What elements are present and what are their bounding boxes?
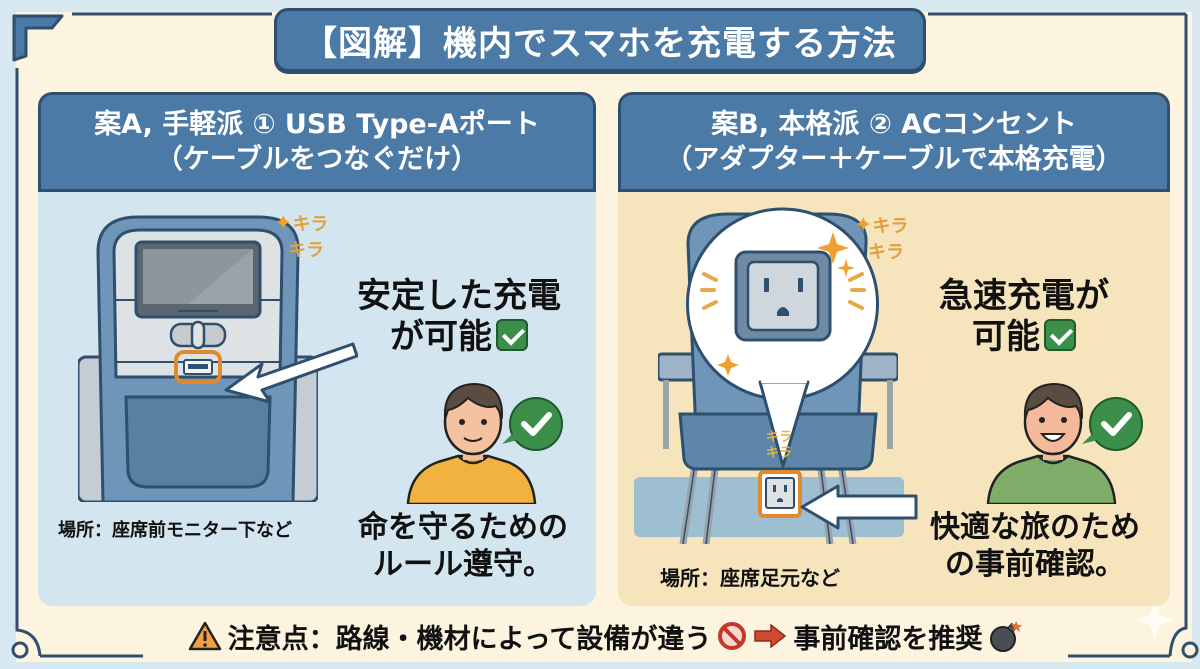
footer-text-recommend: 事前確認を推奨 [793,623,983,655]
sparkle-text-small: キラ キラ [766,430,793,461]
check-box-icon [496,318,528,351]
person-icon [406,382,563,504]
panel-option-b: 案B, 本格派 ② ACコンセント （アダプター＋ケーブルで本格充電） [618,92,1170,606]
sparkle-icon [717,232,855,376]
panel-b-header-line1: 案B, 本格派 ② ACコンセント [711,108,1077,140]
panel-a-header-line2: （ケーブルをつなぐだけ） [155,144,479,175]
seatback-monitor-icon [78,215,318,502]
arrow-icon [224,342,358,404]
panel-a-header-line1: 案A, 手軽派 ① USB Type-Aポート [94,108,540,140]
benefit-text-b: 急速充電が 可能 [939,276,1109,358]
panel-b-header: 案B, 本格派 ② ACコンセント （アダプター＋ケーブルで本格充電） [618,92,1170,192]
page-title: 【図解】機内でスマホを充電する方法 [274,8,926,72]
sparkle-icon: ✦ [274,211,293,236]
ac-outlet-icon [734,250,832,342]
warning-icon [188,621,221,651]
panel-b-header-line2: （アダプター＋ケーブルで本格充電） [665,144,1123,175]
person-icon [986,382,1143,504]
bomb-icon [990,621,1023,652]
panel-option-a: 案A, 手軽派 ① USB Type-Aポート （ケーブルをつなぐだけ） ✦キラ [38,92,596,606]
panel-a-header: 案A, 手軽派 ① USB Type-Aポート （ケーブルをつなぐだけ） [38,92,596,192]
sparkle-icon: ✦ [854,213,873,238]
footer-caution: 注意点：路線・機材によって設備が違う 事前確認を推奨 [160,612,1050,660]
prohibited-icon [718,622,747,650]
sparkle-text: ✦キラ キラ [274,211,329,261]
note-text-a: 命を守るための ルール遵守。 [358,510,568,582]
footer-text-caution: 注意点：路線・機材によって設備が違う [227,623,712,655]
sparkle-text: ✦キラ キラ [854,213,909,263]
speech-bubble-icon [686,207,879,468]
location-text-b: 場所：座席足元など [660,566,840,590]
benefit-text-a: 安定した充電 が可能 [357,276,561,358]
location-text-a: 場所：座席前モニター下など [58,520,292,541]
right-arrow-icon [754,623,787,649]
page-title-text: 【図解】機内でスマホを充電する方法 [303,23,897,64]
note-text-b: 快適な旅のため の事前確認。 [930,510,1140,582]
check-box-icon [1044,318,1076,351]
arrow-icon [800,484,918,530]
